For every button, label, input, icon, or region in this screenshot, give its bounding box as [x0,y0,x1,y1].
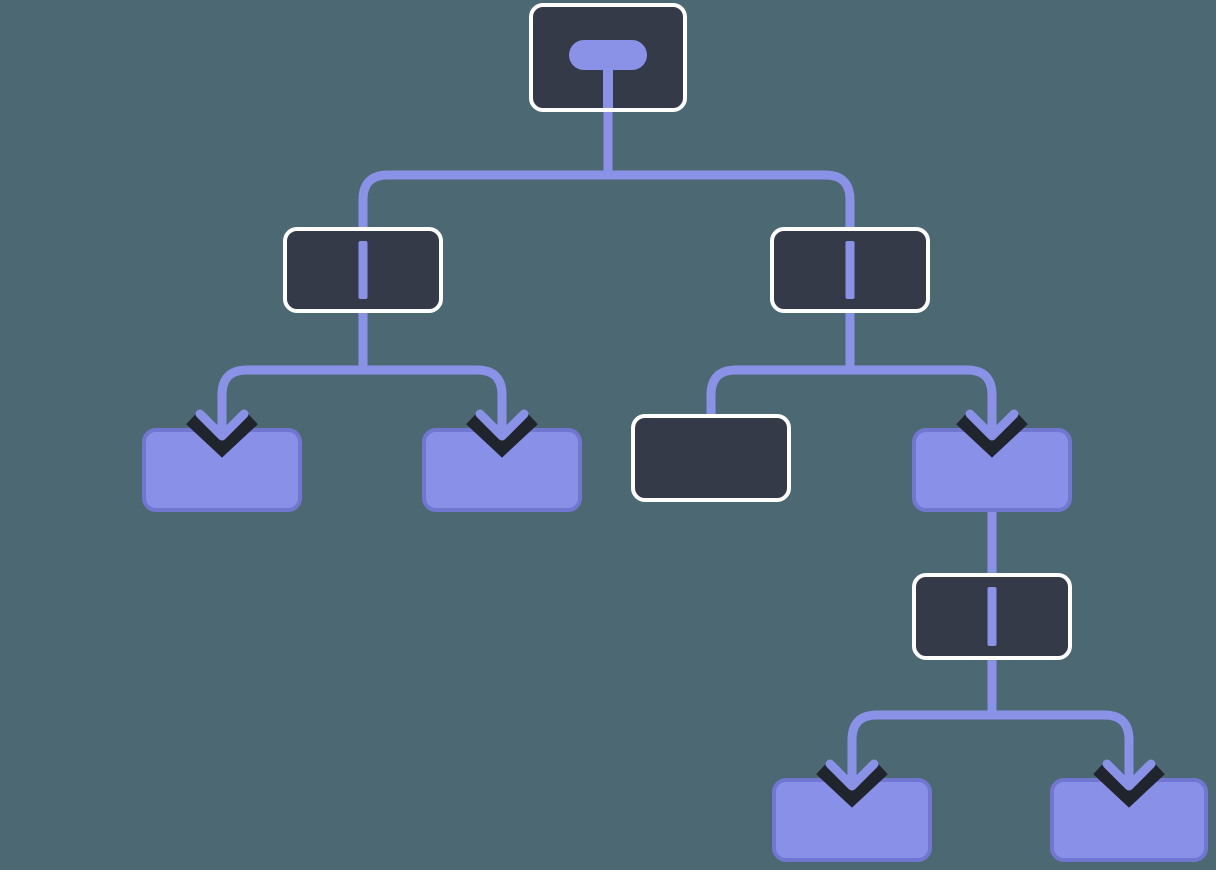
drop-arrow-head [475,409,529,441]
node-branch-left[interactable] [283,227,443,313]
drop-arrow-icon [956,398,1028,458]
edge-top-rail [358,170,855,231]
drop-arrow-icon [1093,748,1165,808]
drop-arrow-dark-chevron [816,761,888,808]
edge-bottom-rail [847,710,1134,782]
drop-arrow-dark-chevron [1093,761,1165,808]
node-branch-deep[interactable] [912,573,1072,660]
drop-arrow-icon [816,748,888,808]
vertical-line-icon [987,587,997,646]
drop-arrow-head [965,409,1019,441]
drop-arrow-head [825,759,879,791]
vertical-line-icon [845,241,855,299]
drop-arrow-icon [466,398,538,458]
root-pill-shape [569,40,647,70]
drop-arrow-head [195,409,249,441]
root-stem-shape [603,65,613,108]
drop-arrow-dark-chevron [466,411,538,458]
edge-right-rail [706,365,997,432]
drop-arrow-head [1102,759,1156,791]
node-dark-empty[interactable] [631,414,791,502]
drop-arrow-dark-chevron [186,411,258,458]
root-pill-icon [533,7,683,108]
node-branch-right[interactable] [770,227,930,313]
edge-left-rail [217,365,507,432]
node-root[interactable] [529,3,687,112]
drop-arrow-dark-chevron [956,411,1028,458]
drop-arrow-icon [186,398,258,458]
vertical-line-icon [358,241,368,299]
